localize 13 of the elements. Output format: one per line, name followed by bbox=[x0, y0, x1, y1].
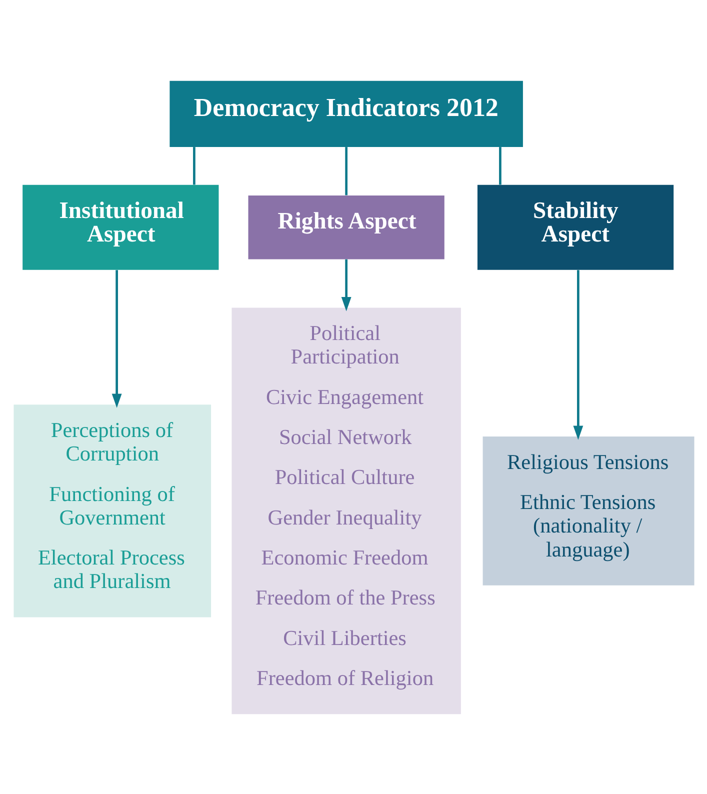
node-box: Institutional Aspect bbox=[22, 184, 218, 270]
node-box: Democracy Indicators 2012 bbox=[169, 80, 522, 147]
node-box: Political Participation Civic Engagement Social Network Political Culture Gender Inequality Economic Freedom Freedom of the Press Civil Liberties Freedom of Religion bbox=[231, 307, 460, 714]
connector bbox=[344, 146, 347, 195]
arrow bbox=[340, 258, 351, 311]
arrow bbox=[111, 270, 122, 408]
arrow bbox=[572, 270, 583, 440]
node-box: Stability Aspect bbox=[476, 184, 674, 270]
node-box: Perceptions of Corruption Functioning of Government Electoral Process and Pluralism bbox=[13, 404, 211, 617]
node-box: Rights Aspect bbox=[248, 194, 444, 259]
connector bbox=[192, 146, 195, 184]
connector bbox=[498, 146, 501, 184]
node-box: Religious Tensions Ethnic Tensions (nationality / language) bbox=[482, 436, 694, 585]
